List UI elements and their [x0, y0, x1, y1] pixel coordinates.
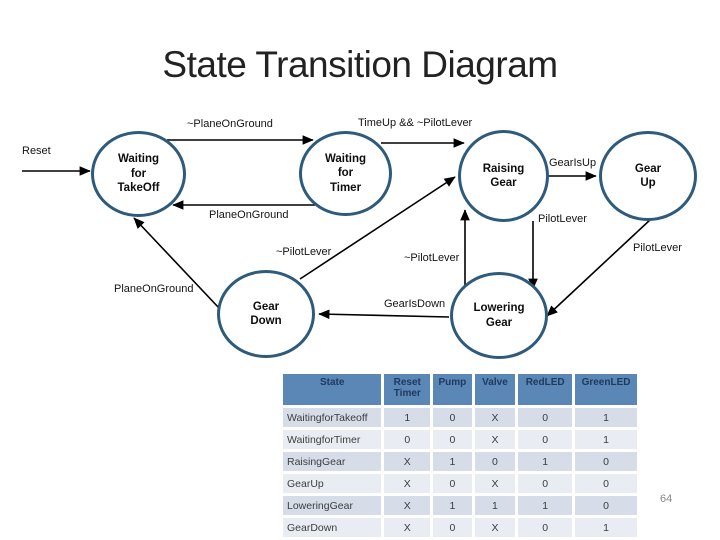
cell-value: 1 [575, 408, 637, 427]
cell-value: 0 [433, 430, 472, 449]
row-state-name: RaisingGear [283, 452, 382, 471]
col-header-valve: Valve [474, 374, 516, 405]
transition-label-not-plane-on-ground: ~PlaneOnGround [187, 118, 273, 130]
cell-value: 1 [474, 496, 516, 515]
cell-value: 0 [518, 408, 573, 427]
transition-label-gear-is-up: GearIsUp [549, 157, 597, 169]
cell-value: X [474, 430, 516, 449]
arrow-lowering-to-geardown [318, 309, 450, 320]
cell-value: 0 [575, 452, 637, 471]
cell-value: 1 [518, 452, 573, 471]
state-output-table: State Reset Timer Pump Valve RedLED Gree… [280, 371, 640, 540]
table-row: WaitingforTimer 0 0 X 0 1 [283, 430, 637, 449]
cell-value: X [474, 518, 516, 537]
row-state-name: WaitingforTimer [283, 430, 382, 449]
col-header-state: State [283, 374, 382, 405]
state-gear-up: Gear Up [599, 131, 697, 221]
cell-value: 0 [384, 430, 431, 449]
transition-label-gear-is-down: GearIsDown [384, 298, 446, 310]
cell-value: 1 [433, 452, 472, 471]
cell-value: 0 [518, 430, 573, 449]
cell-value: 0 [433, 474, 472, 493]
row-state-name: GearDown [283, 518, 382, 537]
transition-label-not-pilotlever-geardown: ~PilotLever [276, 246, 332, 258]
state-lowering-gear: Lowering Gear [450, 272, 548, 359]
row-state-name: LoweringGear [283, 496, 382, 515]
cell-value: X [384, 474, 431, 493]
row-state-name: GearUp [283, 474, 382, 493]
transition-label-pilotlever-down: PilotLever [538, 213, 587, 225]
arrow-gearup-to-lowering [546, 218, 652, 317]
transition-label-pilotlever-gearup: PilotLever [633, 242, 682, 254]
cell-value: X [384, 518, 431, 537]
cell-value: 0 [575, 474, 637, 493]
col-header-redled: RedLED [518, 374, 573, 405]
reset-label: Reset [22, 145, 51, 157]
cell-value: 0 [575, 496, 637, 515]
table-row: RaisingGear X 1 0 1 0 [283, 452, 637, 471]
table-row: WaitingforTakeoff 1 0 X 0 1 [283, 408, 637, 427]
cell-value: 1 [384, 408, 431, 427]
col-header-pump: Pump [433, 374, 472, 405]
table-row: LoweringGear X 1 1 1 0 [283, 496, 637, 515]
page-title: State Transition Diagram [162, 44, 558, 85]
arrow-geardown-to-takeoff [133, 217, 220, 309]
state-raising-gear: Raising Gear [458, 130, 549, 222]
col-header-reset-timer: Reset Timer [384, 374, 431, 405]
transition-label-not-pilotlever-up: ~PilotLever [404, 252, 460, 264]
cell-value: 1 [518, 496, 573, 515]
state-waiting-for-takeoff: Waiting for TakeOff [91, 131, 186, 217]
state-gear-down: Gear Down [217, 270, 315, 358]
cell-value: 0 [518, 518, 573, 537]
cell-value: X [474, 474, 516, 493]
table-header-row: State Reset Timer Pump Valve RedLED Gree… [283, 374, 637, 405]
cell-value: X [384, 452, 431, 471]
cell-value: X [384, 496, 431, 515]
state-waiting-for-timer: Waiting for Timer [299, 131, 392, 216]
cell-value: 0 [474, 452, 516, 471]
cell-value: 0 [518, 474, 573, 493]
arrow-geardown-to-raising [299, 176, 456, 280]
transition-label-plane-on-ground-geardown: PlaneOnGround [114, 283, 194, 295]
cell-value: X [474, 408, 516, 427]
cell-value: 1 [575, 430, 637, 449]
row-state-name: WaitingforTakeoff [283, 408, 382, 427]
cell-value: 1 [433, 496, 472, 515]
cell-value: 0 [433, 518, 472, 537]
cell-value: 1 [575, 518, 637, 537]
cell-value: 0 [433, 408, 472, 427]
page-number: 64 [660, 493, 673, 505]
table-row: GearUp X 0 X 0 0 [283, 474, 637, 493]
table-row: GearDown X 0 X 0 1 [283, 518, 637, 537]
transition-label-plane-on-ground-return: PlaneOnGround [209, 209, 289, 221]
col-header-greenled: GreenLED [575, 374, 637, 405]
transition-label-timeup-and-not-pilotlever: TimeUp && ~PilotLever [358, 117, 473, 129]
